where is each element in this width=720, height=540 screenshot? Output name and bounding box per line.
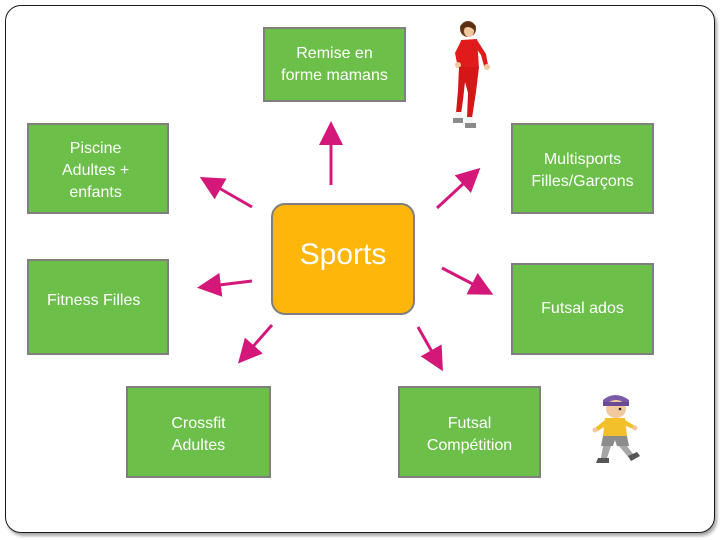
node-label: Futsal ados [541, 300, 624, 317]
node-multisports: Multisports Filles/Garçons [511, 123, 654, 214]
node-label: Multisports Filles/Garçons [531, 151, 634, 190]
arrow-left [197, 272, 253, 297]
node-fitness: Fitness Filles [27, 259, 169, 355]
node-piscine: Piscine Adultes + enfants [27, 123, 169, 214]
node-remise-en-forme: Remise en forme mamans [263, 27, 406, 102]
node-label: Futsal Compétition [426, 415, 513, 454]
arrow-up-left [199, 177, 253, 209]
arrow-right [441, 266, 494, 295]
center-node-sports: Sports [271, 203, 415, 315]
arrow-down-left [238, 324, 274, 364]
soccer-boy-icon [592, 395, 640, 463]
node-label: Fitness Filles [47, 292, 141, 309]
node-label: Crossfit Adultes [171, 415, 226, 454]
arrow-down-right [416, 326, 443, 372]
node-futsal-competition: Futsal Compétition [398, 386, 541, 478]
node-label: Piscine Adultes + enfants [62, 140, 130, 201]
center-label: Sports [299, 238, 387, 271]
node-futsal-ados: Futsal ados [511, 263, 654, 355]
running-woman-icon [453, 21, 490, 128]
arrow-up-right [435, 167, 481, 210]
node-crossfit: Crossfit Adultes [126, 386, 271, 478]
node-label: Remise en forme mamans [281, 44, 388, 84]
